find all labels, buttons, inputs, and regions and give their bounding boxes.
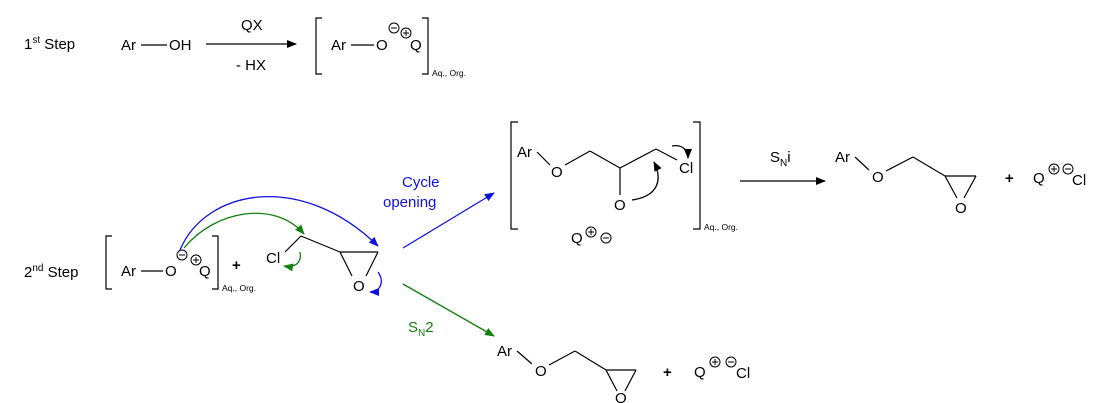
product-bottom-ar: Ar xyxy=(497,343,512,360)
alkoxide-intermediate: Ar O O Cl Q Aq., Org. xyxy=(510,121,738,247)
epichlorohydrin: Cl O xyxy=(266,235,379,295)
green-cl-leaving-curved-arrow xyxy=(283,251,302,272)
step2-row: 2nd Step Ar O Q Aq., Org. + Cl O xyxy=(24,195,382,296)
plus-charge-icon xyxy=(400,27,412,39)
intermediate-left-bracket xyxy=(510,121,518,230)
product-top-cl: Cl xyxy=(1072,172,1086,189)
plus-charge-icon xyxy=(709,356,721,368)
step2-phenoxide-ar: Ar xyxy=(121,263,136,280)
minus-charge-icon xyxy=(176,249,188,261)
intermediate-cl: Cl xyxy=(679,160,693,177)
cycle-opening-arrow xyxy=(402,192,495,249)
step1-label: 1st Step xyxy=(24,35,75,53)
step1-phase-note: Aq., Org. xyxy=(432,68,466,78)
product-top-q: Q xyxy=(1033,170,1045,187)
sn2-label: SN2 xyxy=(408,319,434,339)
cycle-opening-label-line2: opening xyxy=(383,194,436,211)
step1-reagent-above: QX xyxy=(241,17,263,34)
step1-row: 1st Step Ar OH QX - HX Ar O Q Aq., Org. xyxy=(24,17,466,78)
step2-label: 2nd Step xyxy=(24,263,79,281)
product-bottom-epoxide-o: O xyxy=(615,390,627,403)
product-top-plus: + xyxy=(1005,170,1014,187)
product-top-epoxide-o: O xyxy=(955,200,967,217)
plus-charge-icon xyxy=(585,226,597,238)
plus-charge-icon xyxy=(1048,163,1060,175)
product-bottom-q: Q xyxy=(694,364,706,381)
product-bottom-plus: + xyxy=(663,364,672,381)
epichlorohydrin-cl: Cl xyxy=(266,250,280,267)
product-top-ar: Ar xyxy=(835,149,850,166)
blue-epoxide-o-curved-arrow xyxy=(369,271,382,296)
intermediate-ar: Ar xyxy=(517,144,532,161)
intermediate-right-bracket xyxy=(693,121,701,230)
minus-charge-icon xyxy=(1062,163,1074,175)
minus-charge-icon xyxy=(388,22,400,34)
cl-leaving-curved-arrow xyxy=(671,144,692,159)
minus-charge-icon xyxy=(725,356,737,368)
intermediate-alkoxide-o: O xyxy=(614,197,626,214)
step1-right-bracket xyxy=(422,17,429,75)
cycle-opening-label-line1: Cycle xyxy=(402,174,440,191)
sn2-arrow xyxy=(402,283,495,337)
green-attack-curved-arrow xyxy=(183,212,305,249)
intermediate-phase-note: Aq., Org. xyxy=(704,222,738,232)
step2-left-bracket xyxy=(105,235,112,290)
step2-phenoxide-q: Q xyxy=(199,263,211,280)
step1-left-bracket xyxy=(315,17,322,75)
step2-right-bracket xyxy=(212,235,219,290)
step1-product-o: O xyxy=(376,37,388,54)
product-bottom-ether-o: O xyxy=(535,363,547,380)
epoxide-o: O xyxy=(353,278,365,295)
product-top-ether-o: O xyxy=(872,169,884,186)
step2-phase-note: Aq., Org. xyxy=(222,283,256,293)
step1-reactant-oh: OH xyxy=(169,37,192,54)
intermediate-q: Q xyxy=(571,230,583,247)
step2-plus: + xyxy=(232,257,241,274)
step1-product-q: Q xyxy=(410,37,422,54)
intermediate-ether-o: O xyxy=(551,164,563,181)
step1-reactant-ar: Ar xyxy=(121,37,136,54)
sni-label: SNi xyxy=(770,149,791,169)
blue-attack-curved-arrow xyxy=(179,195,379,251)
step1-product-ar: Ar xyxy=(331,37,346,54)
plus-charge-icon xyxy=(190,254,202,266)
product-bottom-cl: Cl xyxy=(736,365,750,382)
step2-phenoxide-o: O xyxy=(165,263,177,280)
intramolecular-attack-curved-arrow xyxy=(631,161,662,201)
step1-reagent-below: - HX xyxy=(236,57,266,74)
minus-charge-icon xyxy=(600,232,612,244)
glycidyl-ether-product-top: Ar O O + Q Cl xyxy=(835,149,1086,217)
glycidyl-ether-product-bottom: Ar O O + Q Cl xyxy=(497,343,750,403)
